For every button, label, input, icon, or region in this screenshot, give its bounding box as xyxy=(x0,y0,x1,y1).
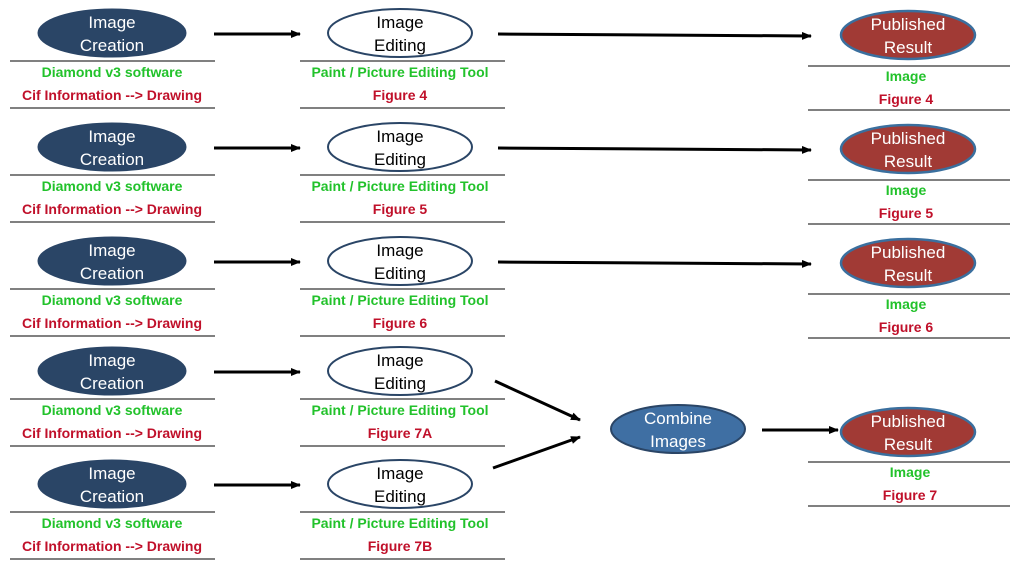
paint-tool-label-3: Paint / Picture Editing Tool xyxy=(311,292,488,308)
image-creation-node-5-label-line2: Creation xyxy=(80,487,144,506)
diamond-software-label-1: Diamond v3 software xyxy=(42,64,183,80)
published-result-node-3-label-line2: Result xyxy=(884,266,932,285)
result-figure-label-2: Figure 5 xyxy=(879,205,934,221)
image-editing-node-3-shape xyxy=(327,236,473,286)
image-creation-node-4-label-line1: Image xyxy=(88,351,135,370)
image-editing-node-5-label-line2: Editing xyxy=(374,487,426,506)
editing-figure-label-3: Figure 6 xyxy=(373,315,428,331)
editing-figure-label-2: Figure 5 xyxy=(373,201,428,217)
result-image-label-1: Image xyxy=(886,68,927,84)
image-creation-node-3-shape xyxy=(37,236,187,286)
combine-images-node-shape xyxy=(610,404,746,454)
image-creation-node-3-label-line1: Image xyxy=(88,241,135,260)
arrow-editing-to-result-1 xyxy=(497,31,812,40)
editing-figure-label-4: Figure 7A xyxy=(368,425,433,441)
combine-images-node-label-line2: Images xyxy=(650,432,706,451)
result-combined-figure-label: Figure 7 xyxy=(883,487,938,503)
paint-tool-label-2: Paint / Picture Editing Tool xyxy=(311,178,488,194)
result-image-label-3: Image xyxy=(886,296,927,312)
image-creation-node-4-label-line2: Creation xyxy=(80,374,144,393)
editing-figure-label-1: Figure 4 xyxy=(373,87,428,103)
image-creation-node-2-label-line2: Creation xyxy=(80,150,144,169)
image-creation-node-5-label-line1: Image xyxy=(88,464,135,483)
result-combined-image-label: Image xyxy=(890,464,931,480)
image-creation-node-1-shape xyxy=(37,8,187,58)
image-editing-node-1-shape xyxy=(327,8,473,58)
image-editing-node-2-label-line2: Editing xyxy=(374,150,426,169)
image-editing-node-4-label-line2: Editing xyxy=(374,374,426,393)
paint-tool-label-5: Paint / Picture Editing Tool xyxy=(311,515,488,531)
image-creation-node-2-shape xyxy=(37,122,187,172)
image-creation-node-4-shape xyxy=(37,346,187,396)
published-result-node-1-shape xyxy=(839,9,977,61)
published-result-node-1-label-line1: Published xyxy=(871,15,946,34)
cif-drawing-label-4: Cif Information --> Drawing xyxy=(22,425,202,441)
arrow-7a-to-combine xyxy=(494,379,581,422)
image-editing-node-2-shape xyxy=(327,122,473,172)
image-editing-node-4-label-line1: Image xyxy=(376,351,423,370)
image-editing-node-3-label-line2: Editing xyxy=(374,264,426,283)
result-figure-label-3: Figure 6 xyxy=(879,319,934,335)
image-editing-node-4-shape xyxy=(327,346,473,396)
cif-drawing-label-1: Cif Information --> Drawing xyxy=(22,87,202,103)
published-result-node-2-label-line2: Result xyxy=(884,152,932,171)
published-result-node-combined-label-line2: Result xyxy=(884,435,932,454)
arrow-editing-to-result-2 xyxy=(497,145,812,154)
diamond-software-label-5: Diamond v3 software xyxy=(42,515,183,531)
image-editing-node-3-label-line1: Image xyxy=(376,241,423,260)
diamond-software-label-4: Diamond v3 software xyxy=(42,402,183,418)
image-creation-node-5-shape xyxy=(37,459,187,509)
result-figure-label-1: Figure 4 xyxy=(879,91,934,107)
image-creation-node-1-label-line2: Creation xyxy=(80,36,144,55)
image-creation-node-2-label-line1: Image xyxy=(88,127,135,146)
image-editing-node-1-label-line2: Editing xyxy=(374,36,426,55)
editing-figure-label-5: Figure 7B xyxy=(368,538,433,554)
published-result-node-3-label-line1: Published xyxy=(871,243,946,262)
paint-tool-label-1: Paint / Picture Editing Tool xyxy=(311,64,488,80)
image-editing-node-5-label-line1: Image xyxy=(376,464,423,483)
result-image-label-2: Image xyxy=(886,182,927,198)
published-result-node-combined-shape xyxy=(839,406,977,458)
cif-drawing-label-3: Cif Information --> Drawing xyxy=(22,315,202,331)
diamond-software-label-3: Diamond v3 software xyxy=(42,292,183,308)
combine-images-node-label-line1: Combine xyxy=(644,409,712,428)
paint-tool-label-4: Paint / Picture Editing Tool xyxy=(311,402,488,418)
image-editing-node-5-shape xyxy=(327,459,473,509)
published-result-node-2-label-line1: Published xyxy=(871,129,946,148)
arrow-7b-to-combine xyxy=(492,435,581,470)
image-creation-node-3-label-line2: Creation xyxy=(80,264,144,283)
published-result-node-2-shape xyxy=(839,123,977,175)
published-result-node-3-shape xyxy=(839,237,977,289)
arrow-editing-to-result-3 xyxy=(497,259,812,268)
published-result-node-1-label-line2: Result xyxy=(884,38,932,57)
cif-drawing-label-2: Cif Information --> Drawing xyxy=(22,201,202,217)
image-editing-node-2-label-line1: Image xyxy=(376,127,423,146)
diamond-software-label-2: Diamond v3 software xyxy=(42,178,183,194)
published-result-node-combined-label-line1: Published xyxy=(871,412,946,431)
image-editing-node-1-label-line1: Image xyxy=(376,13,423,32)
cif-drawing-label-5: Cif Information --> Drawing xyxy=(22,538,202,554)
image-creation-node-1-label-line1: Image xyxy=(88,13,135,32)
